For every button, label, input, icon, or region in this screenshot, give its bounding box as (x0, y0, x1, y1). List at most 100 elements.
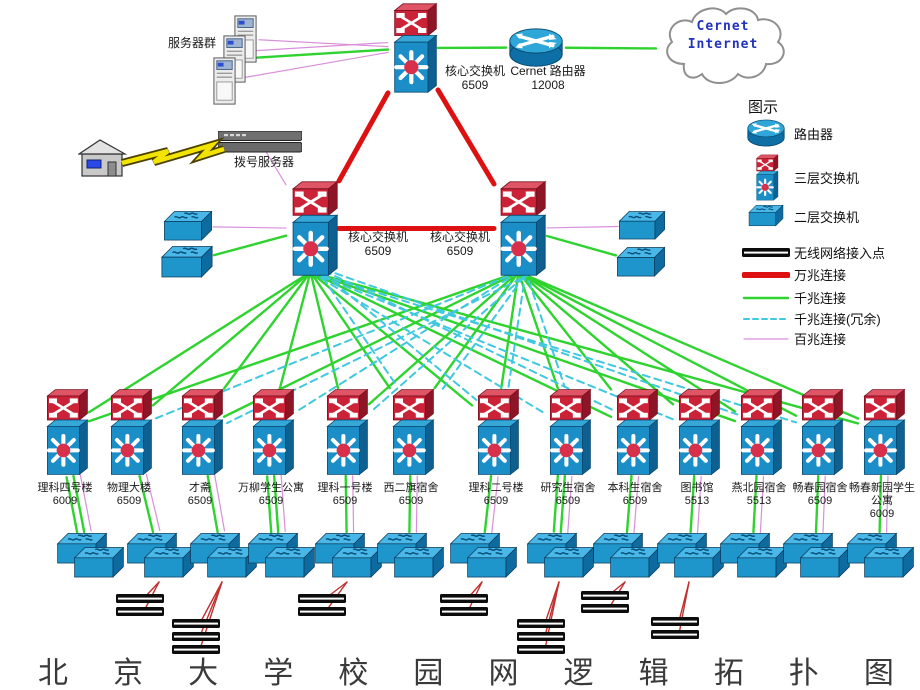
link-line (633, 475, 640, 534)
cernet-router-label: Cernet 路由器 12008 (510, 64, 586, 93)
core-switch-right-label: 核心交换机 6509 (429, 230, 490, 259)
access-switch-cluster-icon (331, 546, 383, 578)
building-switch-icon (800, 388, 844, 476)
house-icon (78, 139, 126, 177)
wireless-ap-icon (581, 591, 629, 600)
title-char: 逻 (563, 657, 594, 690)
link-line (559, 474, 567, 534)
link-line (145, 473, 161, 531)
layer2-switch-icon (163, 210, 213, 241)
link-line (408, 474, 412, 534)
building-switch-icon (391, 388, 435, 476)
link-line (206, 474, 219, 534)
access-switch-cluster-icon (863, 546, 915, 578)
building-switch-icon (548, 388, 592, 476)
link-line (433, 270, 520, 390)
title-char: 北 (38, 657, 68, 690)
layer2-switch-icon (161, 245, 213, 278)
building-switch-icon (109, 388, 153, 476)
building-switch-icon (739, 388, 783, 476)
core-switch-left-icon (293, 182, 337, 275)
link-line (344, 474, 348, 534)
lightning-link-icon (121, 140, 225, 166)
link-line (309, 271, 674, 421)
legend-item: 万兆连接 (738, 265, 846, 284)
legend: 图示 路由器三层交换机二层交换机无线网络接入点万兆连接千兆连接千兆连接(冗余)百… (738, 96, 916, 358)
core-switch-top-icon (395, 4, 437, 92)
wireless-ap-icon (651, 617, 699, 626)
link-line (278, 270, 312, 390)
link-line (246, 41, 389, 52)
building-switch-icon (45, 388, 89, 476)
legend-item-label: 百兆连接 (794, 332, 847, 347)
building-switch-icon (862, 388, 906, 476)
title-char: 图 (863, 657, 894, 690)
wireless-ap-icon (116, 594, 164, 603)
link-line (311, 264, 739, 416)
link-line (567, 475, 573, 534)
legend-item-label: 路由器 (794, 126, 834, 142)
server-icon (213, 57, 236, 105)
access-switch-cluster-icon (799, 546, 851, 578)
wireless-ap-icon (298, 607, 346, 616)
core-switch-top-label: 核心交换机 6509 (444, 64, 505, 93)
link-line (524, 268, 566, 387)
link-line (294, 271, 520, 414)
server-group-label: 服务器群 (167, 36, 216, 50)
link-line (212, 226, 287, 229)
wireless-ap-icon (172, 619, 220, 628)
internet-cloud-label: Cernet Internet (687, 19, 759, 52)
legend-item-label: 万兆连接 (794, 268, 847, 283)
access-switch-cluster-icon (543, 546, 595, 578)
link-line (138, 474, 155, 534)
cernet-router-icon (508, 27, 564, 68)
link-line (246, 48, 390, 60)
page-title: 北京大学校园网逻辑拓扑图 (38, 648, 894, 690)
link-line (266, 152, 287, 186)
link-line (689, 474, 696, 534)
link-line (517, 270, 860, 420)
link-line (87, 270, 312, 414)
link-line (309, 270, 474, 407)
link-line (87, 270, 520, 423)
core-switch-left-label: 核心交换机 6509 (347, 230, 408, 259)
access-switch-cluster-icon (73, 546, 125, 578)
legend-item-label: 二层交换机 (794, 209, 860, 225)
link-line (822, 475, 826, 533)
link-line (439, 275, 526, 394)
building-switch-icon (180, 388, 224, 476)
link-line (500, 270, 520, 390)
link-line (517, 270, 559, 390)
link-line (696, 475, 702, 534)
legend-item-label: 无线网络接入点 (794, 246, 886, 261)
wireless-ap-icon (517, 632, 565, 641)
link-line (280, 474, 286, 533)
link-line (309, 270, 340, 390)
legend-line-1g-icon (738, 292, 794, 304)
link-line (315, 267, 397, 386)
link-line (564, 46, 658, 50)
legend-item: 路由器 (738, 118, 833, 148)
link-line (336, 90, 391, 184)
link-line (272, 474, 280, 534)
link-line (814, 474, 820, 534)
legend-ap-icon (738, 247, 794, 258)
legend-item-label: 三层交换机 (794, 171, 860, 186)
link-line (517, 270, 737, 413)
link-line (65, 476, 79, 535)
legend-item-label: 千兆连接(冗余) (794, 312, 881, 327)
title-char: 园 (413, 657, 444, 690)
building-switch-icon (251, 388, 295, 476)
access-switch-cluster-icon (673, 546, 725, 578)
link-line (552, 474, 560, 533)
legend-item: 二层交换机 (738, 204, 859, 228)
